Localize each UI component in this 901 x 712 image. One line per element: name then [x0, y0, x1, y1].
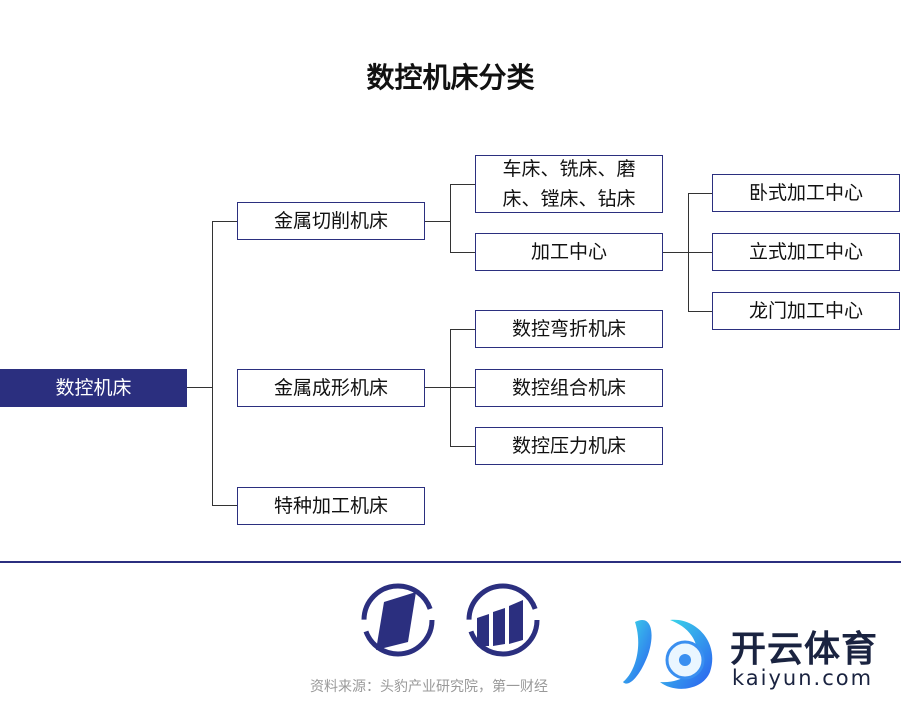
kaiyun-logo-icon — [623, 619, 713, 689]
footer-divider — [0, 561, 901, 563]
connector — [688, 193, 689, 311]
connector — [450, 184, 475, 185]
logo-icon-1 — [361, 583, 435, 657]
node-special-machining: 特种加工机床 — [237, 487, 425, 525]
connector — [425, 221, 450, 222]
node-lathe-types: 车床、铣床、磨床、镗床、钻床 — [475, 155, 663, 213]
connector — [450, 252, 475, 253]
node-gantry-mc: 龙门加工中心 — [712, 292, 900, 330]
node-metal-forming: 金属成形机床 — [237, 369, 425, 407]
node-metal-cutting: 金属切削机床 — [237, 202, 425, 240]
logo-icon-2 — [466, 583, 540, 657]
page-title: 数控机床分类 — [366, 61, 535, 94]
connector — [663, 252, 712, 253]
node-vertical-mc: 立式加工中心 — [712, 233, 900, 271]
connector — [450, 329, 475, 330]
connector — [450, 329, 451, 446]
source-note: 资料来源：头豹产业研究院，第一财经 — [310, 679, 548, 695]
node-horizontal-mc: 卧式加工中心 — [712, 174, 900, 212]
watermark-url: kaiyun.com — [732, 666, 874, 690]
watermark-brand: 开云体育 — [730, 629, 879, 670]
connector — [688, 311, 712, 312]
connector — [450, 184, 451, 252]
connector — [212, 505, 237, 506]
connector — [187, 387, 212, 388]
node-press: 数控压力机床 — [475, 427, 663, 465]
connector — [688, 193, 712, 194]
connector — [212, 221, 237, 222]
connector — [450, 446, 475, 447]
connector — [212, 221, 213, 506]
node-machining-center: 加工中心 — [475, 233, 663, 271]
node-combination: 数控组合机床 — [475, 369, 663, 407]
node-bending: 数控弯折机床 — [475, 310, 663, 348]
node-root: 数控机床 — [0, 369, 187, 407]
